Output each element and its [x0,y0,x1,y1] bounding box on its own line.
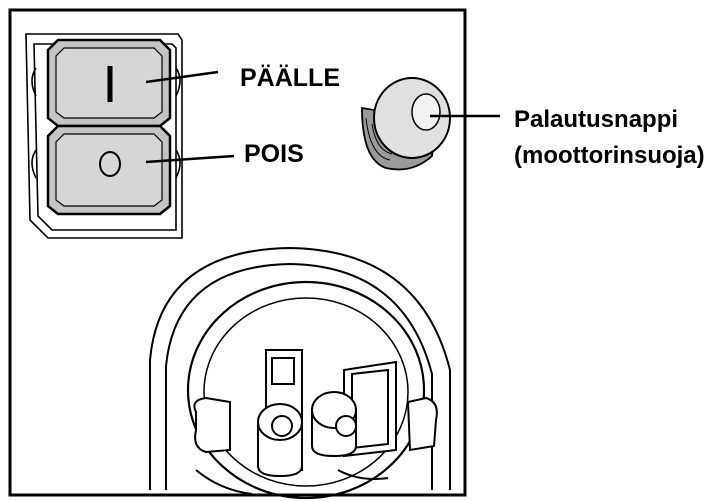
off-symbol-icon [99,151,121,177]
on-switch-button[interactable] [46,38,172,128]
leader-line-on [145,70,219,84]
reset-button[interactable] [361,77,451,171]
off-switch-label: POIS [244,140,304,168]
leader-line-off [145,154,235,164]
reset-button-sublabel: (moottorinsuoja) [514,142,705,169]
reset-button-label: Palautusnappi [514,106,679,133]
rocker-switch-housing [25,33,183,239]
socket-outlet [149,246,451,500]
on-switch-label: PÄÄLLE [240,64,340,92]
off-switch-button[interactable] [46,124,172,216]
